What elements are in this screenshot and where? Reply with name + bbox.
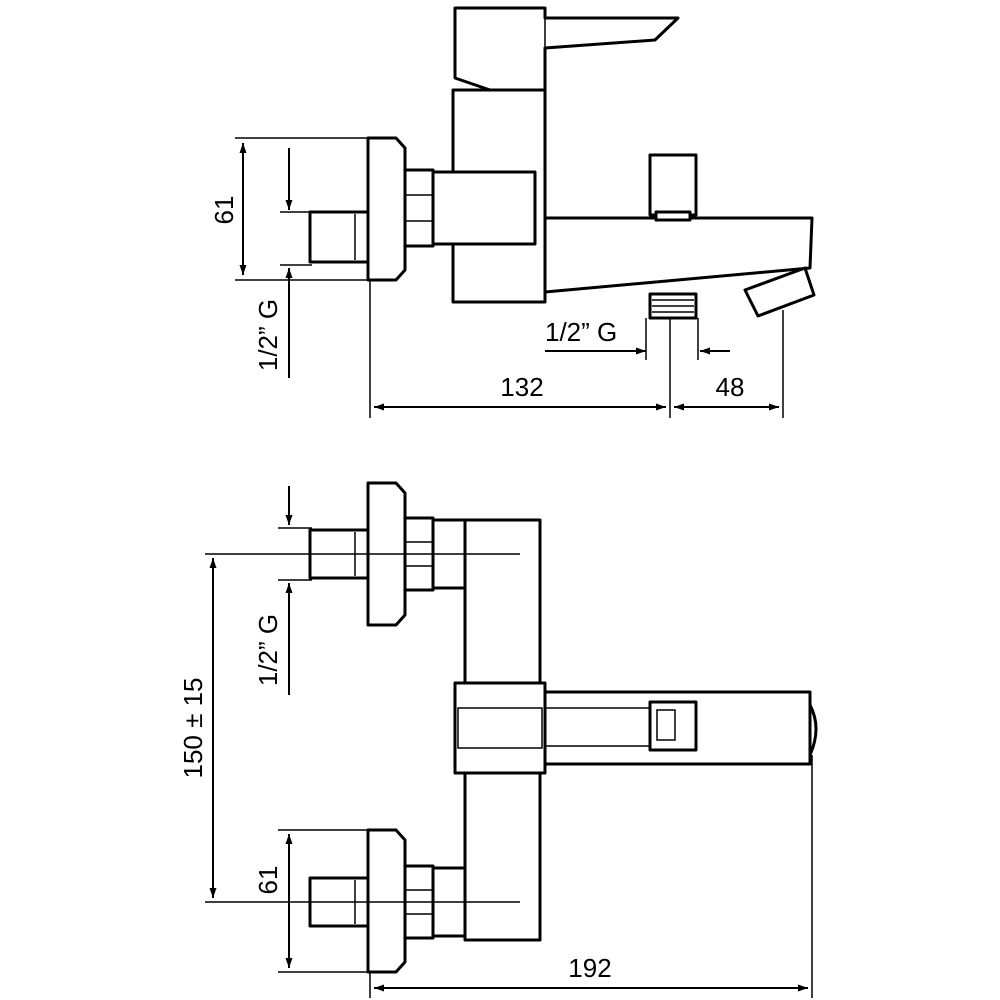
dim-inlet-thread-front: 1/2” G <box>253 614 283 686</box>
diverter-base <box>654 210 692 222</box>
front-mixer-face <box>457 707 543 749</box>
front-spout-tip <box>808 703 818 757</box>
dim-132: 132 <box>500 372 543 402</box>
dim-61-top: 61 <box>209 196 239 225</box>
dim-192: 192 <box>568 953 611 983</box>
spout-aerator <box>743 266 816 318</box>
dim-48: 48 <box>716 372 745 402</box>
spout <box>543 216 814 294</box>
dim-150-15: 150 ± 15 <box>178 677 208 778</box>
inlet-stub <box>308 210 370 264</box>
dim-inlet-thread-top: 1/2” G <box>253 299 283 371</box>
dim-61-front: 61 <box>253 866 283 895</box>
connector-nut <box>401 168 435 248</box>
connector-block <box>428 170 537 246</box>
dim-outlet-thread-top: 1/2” G <box>545 317 617 347</box>
lever-handle <box>453 6 680 92</box>
top-view: 61 1/2” G 1/2” G 132 48 <box>209 6 816 418</box>
wall-flange <box>366 136 407 282</box>
diverter-knob <box>648 153 698 217</box>
front-view: 1/2” G 150 ± 15 61 192 <box>178 481 818 998</box>
lower-wall-flange <box>366 828 407 974</box>
front-mixer-block <box>453 681 547 775</box>
